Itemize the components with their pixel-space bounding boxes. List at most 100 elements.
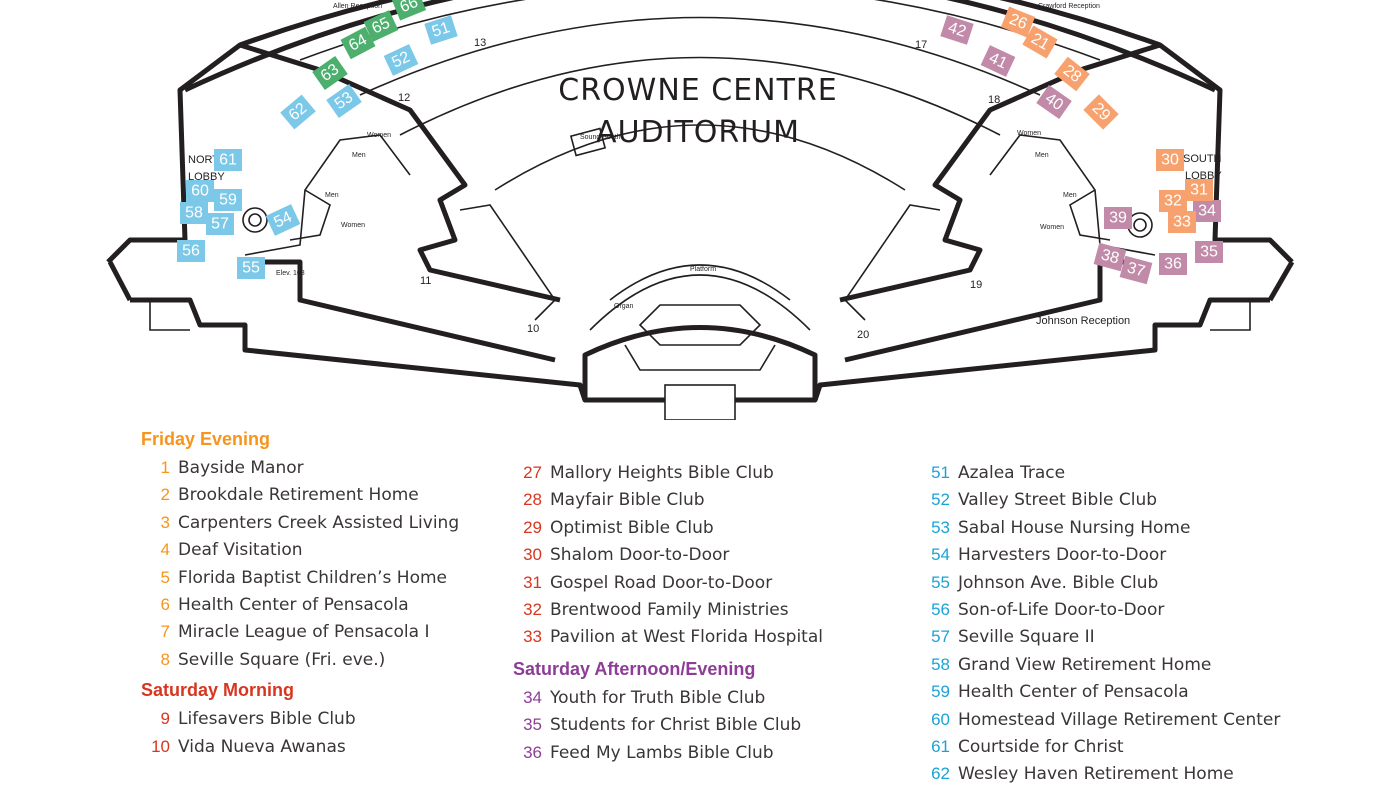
site-tag-57: 57 bbox=[206, 213, 234, 235]
legend-section-title: Friday Evening bbox=[141, 429, 271, 449]
site-tag-number: 42 bbox=[946, 19, 968, 41]
restroom-men-label: Men bbox=[352, 152, 366, 159]
door-number-13: 13 bbox=[474, 37, 486, 49]
site-tag-62: 62 bbox=[280, 94, 316, 130]
door-number-18: 18 bbox=[988, 94, 1000, 106]
legend-item-label: Lifesavers Bible Club bbox=[178, 709, 356, 730]
site-tag-53: 53 bbox=[326, 83, 362, 119]
site-tag-31: 31 bbox=[1185, 179, 1213, 201]
auditorium-title-line1: CROWNE CENTRE bbox=[558, 73, 837, 108]
legend-item-label: Mallory Heights Bible Club bbox=[550, 463, 774, 483]
legend-item-number: 2 bbox=[160, 485, 170, 505]
legend-item: 33 Pavilion at West Florida Hospital bbox=[513, 623, 913, 650]
legend-item-label: Pavilion at West Florida Hospital bbox=[550, 627, 823, 648]
site-tag-number: 33 bbox=[1173, 214, 1191, 231]
legend-item-number: 57 bbox=[931, 627, 950, 647]
restroom-women-label-3: Women bbox=[1017, 130, 1041, 137]
site-tag-21: 21 bbox=[1022, 25, 1058, 59]
site-tag-55: 55 bbox=[237, 257, 265, 279]
site-tag-39: 39 bbox=[1104, 207, 1132, 229]
site-tag-35: 35 bbox=[1195, 241, 1223, 263]
site-tag-number: 26 bbox=[1007, 11, 1030, 33]
restroom-women-label: Women bbox=[367, 132, 391, 139]
legend-item-label: Health Center of Pensacola bbox=[958, 682, 1189, 703]
crawford-reception-label: Crawford Reception bbox=[1038, 3, 1100, 10]
door-number-17: 17 bbox=[915, 39, 927, 51]
legend-item-label: Carpenters Creek Assisted Living bbox=[178, 512, 460, 533]
site-tag-64: 64 bbox=[340, 26, 376, 60]
door-number-11: 11 bbox=[420, 275, 431, 287]
legend-item-number: 9 bbox=[160, 709, 170, 729]
site-tag-number: 58 bbox=[185, 205, 203, 222]
door-number-10: 10 bbox=[527, 323, 539, 335]
legend-item-number: 52 bbox=[931, 490, 950, 510]
site-tag-34: 34 bbox=[1193, 200, 1221, 222]
restroom-men-label-4: Men bbox=[1063, 192, 1077, 199]
legend-item-label: Harvesters Door-to-Door bbox=[958, 545, 1167, 566]
auditorium-title-line2: AUDITORIUM bbox=[596, 115, 800, 150]
site-tag-51: 51 bbox=[424, 15, 458, 45]
door-number-12: 12 bbox=[398, 92, 410, 104]
site-tag-number: 34 bbox=[1198, 203, 1216, 220]
site-tag-63: 63 bbox=[312, 55, 348, 91]
site-tag-41: 41 bbox=[980, 45, 1016, 77]
site-tag-number: 35 bbox=[1200, 244, 1218, 261]
legend-item: 9 Lifesavers Bible Club bbox=[141, 705, 541, 732]
restroom-men-label-3: Men bbox=[1035, 152, 1049, 159]
restroom-women-label-4: Women bbox=[1040, 224, 1064, 231]
legend-item-number: 60 bbox=[931, 709, 950, 729]
legend-item-label: Grand View Retirement Home bbox=[958, 654, 1212, 675]
site-tag-number: 41 bbox=[986, 50, 1009, 73]
legend-item-label: Brookdale Retirement Home bbox=[178, 485, 419, 506]
site-tag-number: 30 bbox=[1161, 152, 1179, 169]
site-tag-number: 31 bbox=[1190, 182, 1208, 199]
legend-item-number: 58 bbox=[931, 654, 950, 674]
legend-item-number: 55 bbox=[931, 572, 950, 592]
site-tag-number: 56 bbox=[182, 243, 200, 260]
site-tag-number: 37 bbox=[1125, 259, 1147, 280]
legend-item-label: Mayfair Bible Club bbox=[550, 490, 705, 511]
legend-item-label: Gospel Road Door-to-Door bbox=[550, 572, 773, 593]
legend-item-label: Students for Christ Bible Club bbox=[550, 715, 802, 736]
legend-item-label: Courtside for Christ bbox=[958, 736, 1124, 757]
legend-item-label: Seville Square (Fri. eve.) bbox=[178, 649, 386, 670]
organ-label: Organ bbox=[614, 303, 634, 310]
legend-item-number: 10 bbox=[151, 736, 170, 756]
site-tag-33: 33 bbox=[1168, 211, 1196, 233]
elevator-label: Elev. 108 bbox=[276, 270, 305, 277]
site-tag-60: 60 bbox=[186, 180, 214, 202]
legend-item-label: Sabal House Nursing Home bbox=[958, 517, 1191, 538]
johnson-reception-label: Johnson Reception bbox=[1036, 315, 1130, 327]
site-tag-number: 52 bbox=[389, 48, 412, 71]
legend-item-number: 53 bbox=[931, 517, 950, 537]
legend-item-number: 36 bbox=[523, 742, 542, 762]
site-tag-29: 29 bbox=[1083, 94, 1119, 130]
site-tag-number: 57 bbox=[211, 216, 229, 233]
legend-item-number: 32 bbox=[523, 599, 542, 619]
legend-item-number: 4 bbox=[160, 540, 170, 560]
south-lobby-label-1: SOUTH bbox=[1183, 153, 1222, 165]
site-tag-number: 38 bbox=[1099, 246, 1121, 267]
site-tag-52: 52 bbox=[383, 44, 419, 76]
site-tag-56: 56 bbox=[177, 240, 205, 262]
legend-item-number: 33 bbox=[523, 627, 542, 647]
site-tag-42: 42 bbox=[940, 15, 974, 45]
legend-item-number: 61 bbox=[931, 736, 950, 756]
legend-item-number: 35 bbox=[523, 715, 542, 735]
site-tag-26: 26 bbox=[1000, 6, 1036, 38]
